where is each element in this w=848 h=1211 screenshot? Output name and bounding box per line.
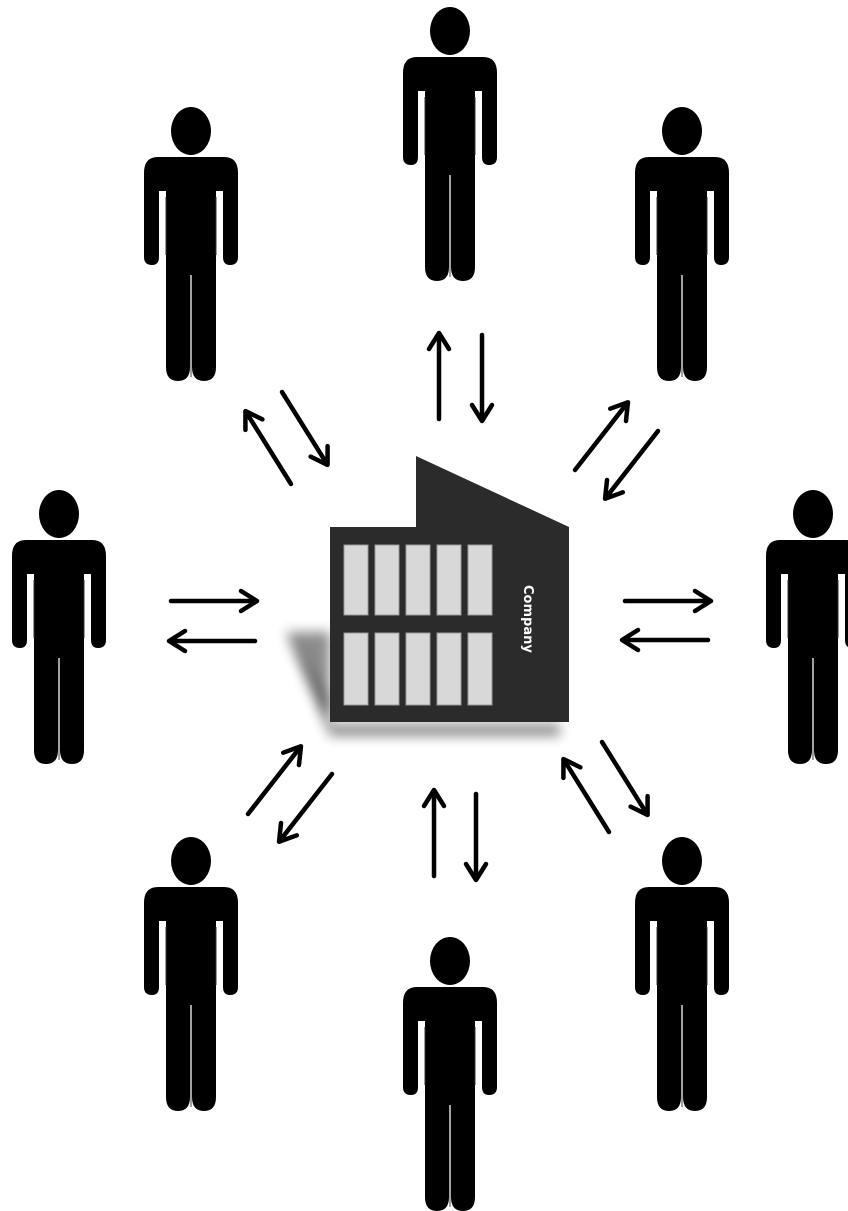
two-way-arrow-icon-top-left [237, 387, 336, 490]
person-icon-middle-left [11, 489, 107, 765]
company-label: Company [520, 585, 535, 653]
two-way-arrow-icon-bottom-left [240, 740, 340, 848]
two-way-arrow-icon-middle-right [622, 591, 711, 650]
two-way-arrow-icon-middle-left [169, 591, 257, 651]
two-way-arrow-icon-bottom-right [555, 737, 656, 838]
two-way-arrow-icon-top-center [429, 333, 492, 421]
person-icon-middle-right [765, 489, 848, 765]
person-icon-bottom-left [143, 836, 239, 1112]
person-icon-bottom-right [634, 836, 730, 1112]
two-way-arrow-icon-bottom-center [424, 790, 486, 880]
person-icon-top-left [143, 106, 239, 382]
person-icon-top-right [634, 106, 730, 382]
building-windows [343, 544, 493, 706]
two-way-arrow-icon-top-right [567, 396, 666, 505]
building-icon: Company [286, 456, 569, 736]
person-icon-bottom-center [402, 936, 498, 1211]
person-icon-top-center [402, 6, 498, 282]
